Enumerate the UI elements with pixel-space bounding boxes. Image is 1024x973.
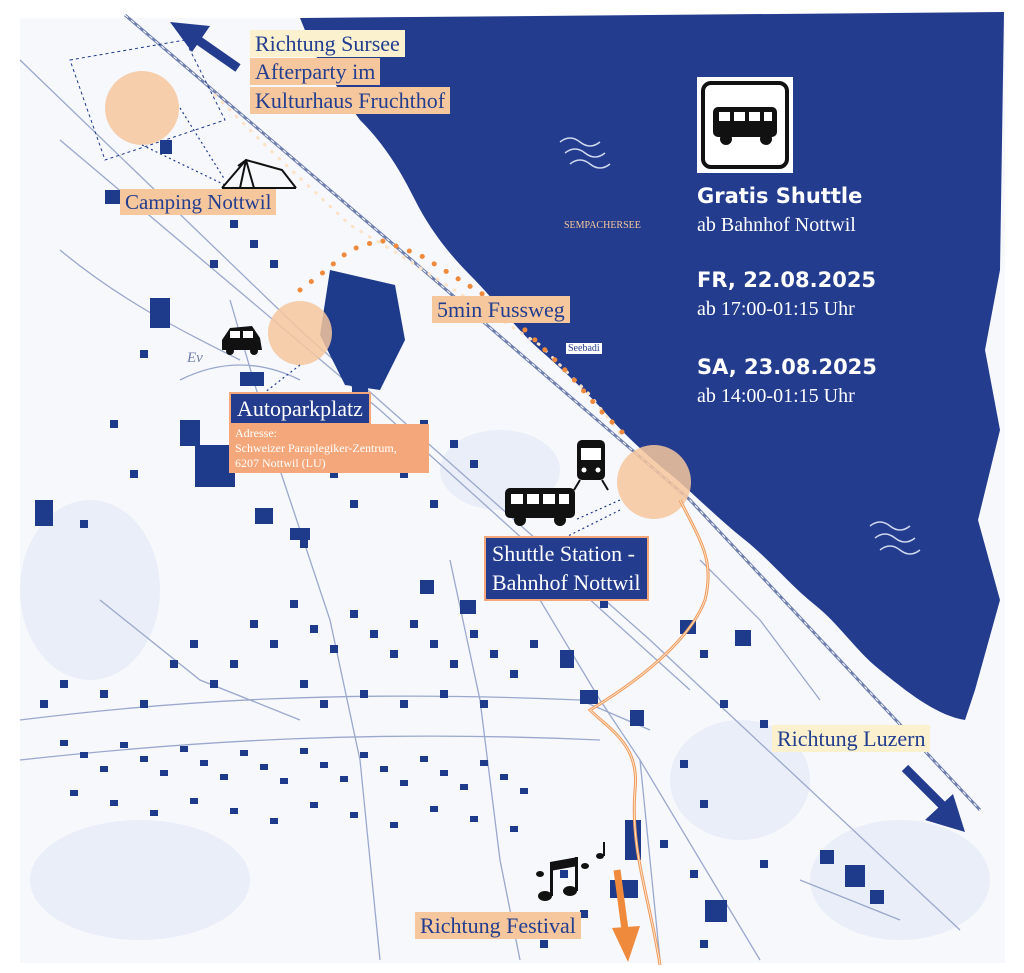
label-ev: Ev [187,350,203,366]
music-notes-icon [536,842,605,901]
station-marker [617,445,691,519]
train-icon [573,440,609,491]
parking-marker [268,301,332,365]
railway [124,13,982,812]
info-day1: FR, 22.08.2025 [697,268,877,292]
arrow-sursee-icon [170,22,241,72]
arrow-festival-icon [612,869,640,962]
address-line-1: Adresse: [235,426,277,440]
bus-sign-icon [697,77,793,173]
wave-icon [559,137,921,555]
bus-icon [505,488,575,526]
info-day2-time: ab 14:00-01:15 Uhr [697,385,855,407]
car-icon [222,326,262,355]
walking-path [213,93,633,443]
address-line-3: 6207 Nottwil (LU) [235,456,326,470]
info-title: Gratis Shuttle [697,184,863,208]
label-camping: Camping Nottwil [120,189,277,216]
info-day2: SA, 23.08.2025 [697,355,877,379]
label-autoparkplatz: Autoparkplatz [229,392,371,426]
camping-area [69,39,226,161]
arrow-luzern-icon [901,764,965,832]
shuttle-station-line-1: Shuttle Station - [492,541,635,566]
label-sempachersee: SEMPACHERSEE [564,220,641,231]
label-richtung-luzern: Richtung Luzern [772,725,931,753]
label-fussweg: 5min Fussweg [432,296,570,324]
connector-lines [141,107,621,541]
label-richtung-festival: Richtung Festival [415,912,581,940]
afterparty-marker [105,71,179,145]
highlight-circles [105,71,691,519]
tent-icon [221,158,297,189]
address-line-2: Schweizer Paraplegiker-Zentrum, [235,441,397,455]
info-subtitle: ab Bahnhof Nottwil [697,214,856,236]
label-afterparty-line1: Afterparty im [250,58,381,86]
buildings [35,140,884,922]
label-seebadi: Seebadi [566,343,602,354]
info-day1-time: ab 17:00-01:15 Uhr [697,298,855,320]
label-richtung-sursee: Richtung Sursee [250,30,405,58]
label-shuttle-station: Shuttle Station - Bahnhof Nottwil [484,536,649,602]
label-afterparty-line2: Kulturhaus Fruchthof [250,87,451,115]
lake-sempachersee [300,12,1004,720]
address-box: Adresse: Schweizer Paraplegiker-Zentrum,… [229,424,429,473]
shuttle-station-line-2: Bahnhof Nottwil [492,569,641,595]
